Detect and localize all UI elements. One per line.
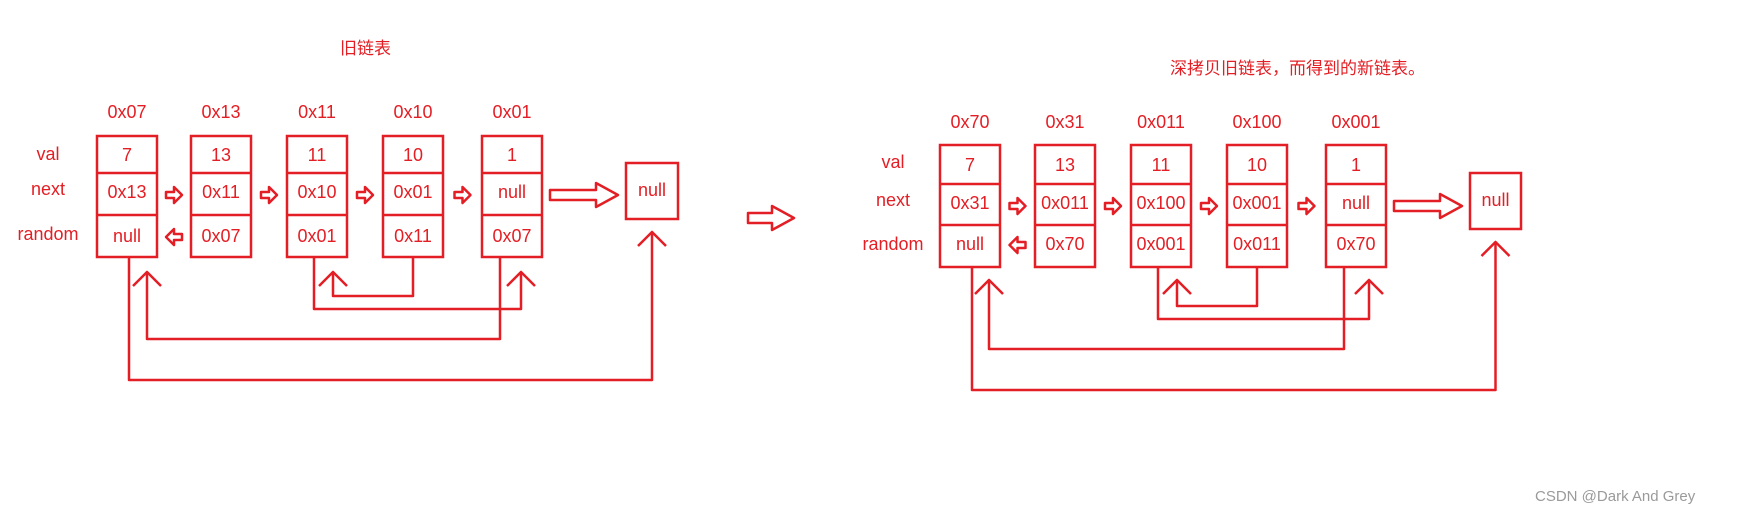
random-link — [145, 257, 502, 341]
node-val: 13 — [1055, 155, 1075, 175]
node-val: 10 — [403, 145, 423, 165]
row-label-val: val — [36, 144, 59, 164]
node-address: 0x31 — [1045, 112, 1084, 132]
terminal-null: null — [638, 180, 666, 200]
node-random: 0x11 — [394, 226, 432, 246]
node-box — [1324, 143, 1388, 269]
node-box — [285, 134, 349, 259]
node-next: 0x13 — [107, 182, 146, 202]
random-link — [127, 232, 654, 382]
node-random: null — [113, 226, 141, 246]
node-next: 0x01 — [393, 182, 432, 202]
node-address: 0x001 — [1331, 112, 1380, 132]
node-box — [1129, 143, 1193, 269]
node-val: 1 — [507, 145, 517, 165]
node-next: 0x11 — [202, 182, 240, 202]
random-arrowhead — [1480, 240, 1511, 257]
prev-arrow — [1008, 235, 1027, 255]
next-arrow — [453, 185, 472, 205]
next-arrow — [259, 185, 279, 205]
old-list-title: 旧链表 — [340, 39, 391, 59]
node-random: 0x70 — [1045, 234, 1084, 254]
node-box — [480, 134, 544, 259]
terminal-box — [1468, 171, 1523, 231]
node-address: 0x07 — [107, 102, 146, 122]
node-val: 1 — [1351, 155, 1361, 175]
node-box — [95, 134, 159, 259]
node-box — [189, 134, 253, 259]
random-arrowhead — [637, 230, 667, 247]
node-next: 0x001 — [1232, 193, 1281, 213]
random-link — [987, 267, 1346, 351]
row-label-random: random — [862, 234, 923, 254]
random-arrowhead — [974, 278, 1004, 295]
node-random: 0x70 — [1336, 234, 1375, 254]
transition-arrow — [746, 204, 796, 232]
random-link — [1156, 267, 1371, 321]
node-address: 0x10 — [393, 102, 432, 122]
node-random: null — [956, 234, 984, 254]
node-address: 0x11 — [298, 102, 336, 122]
row-label-val: val — [881, 152, 904, 172]
node-val: 7 — [122, 145, 132, 165]
next-arrow — [164, 185, 184, 205]
node-val: 13 — [211, 145, 231, 165]
next-arrow — [1103, 196, 1123, 216]
node-random: 0x01 — [297, 226, 336, 246]
node-val: 11 — [1152, 155, 1171, 175]
row-label-next: next — [31, 179, 65, 199]
terminal-null: null — [1481, 190, 1509, 210]
new-list-title: 深拷贝旧链表，而得到的新链表。 — [1170, 59, 1425, 79]
random-link — [970, 242, 1497, 392]
node-next: 0x100 — [1136, 193, 1185, 213]
node-next: null — [498, 182, 526, 202]
node-address: 0x70 — [950, 112, 989, 132]
node-next: null — [1342, 193, 1370, 213]
node-next: 0x10 — [297, 182, 336, 202]
node-address: 0x01 — [492, 102, 531, 122]
next-arrow — [355, 185, 375, 205]
random-link — [312, 257, 523, 311]
random-link — [1175, 267, 1259, 308]
node-random: 0x07 — [492, 226, 531, 246]
tail-arrow — [548, 181, 620, 209]
node-address: 0x011 — [1137, 112, 1185, 132]
random-arrowhead — [1162, 278, 1192, 295]
node-random: 0x011 — [1233, 234, 1281, 254]
tail-arrow — [1392, 192, 1464, 220]
node-address: 0x100 — [1232, 112, 1281, 132]
prev-arrow — [164, 227, 184, 247]
random-link — [331, 257, 415, 298]
node-address: 0x13 — [201, 102, 240, 122]
random-arrowhead — [132, 270, 162, 287]
node-val: 7 — [965, 155, 975, 175]
next-arrow — [1297, 196, 1316, 216]
node-box — [938, 143, 1002, 269]
node-val: 11 — [308, 145, 327, 165]
random-arrowhead — [506, 270, 536, 287]
random-arrowhead — [318, 270, 348, 287]
next-arrow — [1199, 196, 1219, 216]
node-next: 0x31 — [950, 193, 989, 213]
node-next: 0x011 — [1041, 193, 1089, 213]
row-label-next: next — [876, 190, 910, 210]
terminal-box — [624, 161, 680, 221]
row-label-random: random — [17, 224, 78, 244]
node-box — [1033, 143, 1097, 269]
next-arrow — [1008, 196, 1027, 216]
random-arrowhead — [1354, 278, 1384, 295]
watermark: CSDN @Dark And Grey — [1535, 488, 1696, 505]
node-val: 10 — [1247, 155, 1267, 175]
node-random: 0x07 — [201, 226, 240, 246]
node-random: 0x001 — [1136, 234, 1185, 254]
